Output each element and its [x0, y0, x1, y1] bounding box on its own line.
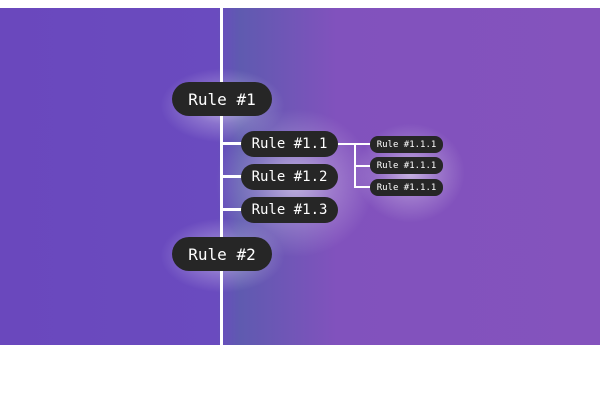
diagram-canvas: Rule #1 Rule #1.1 Rule #1.2 Rule #1.3 Ru…	[0, 8, 600, 345]
branch-connector-rule-1-3	[221, 208, 243, 211]
rule-1-1-1-node[interactable]: Rule #1.1.1	[370, 136, 443, 153]
branch-connector-rule-1-1	[221, 142, 243, 145]
branch-connector-rule-1-1-1-b	[354, 165, 372, 167]
rule-1-3-node[interactable]: Rule #1.3	[241, 197, 338, 223]
rule-2-node[interactable]: Rule #2	[172, 237, 272, 271]
rule-1-2-node[interactable]: Rule #1.2	[241, 164, 338, 190]
branch-connector-rule-1-1-1-c	[354, 186, 372, 188]
rule-1-1-1-node[interactable]: Rule #1.1.1	[370, 179, 443, 196]
rule-1-node[interactable]: Rule #1	[172, 82, 272, 116]
branch-connector-rule-1-2	[221, 175, 243, 178]
rule-1-1-1-node[interactable]: Rule #1.1.1	[370, 157, 443, 174]
rule-1-1-node[interactable]: Rule #1.1	[241, 131, 338, 157]
